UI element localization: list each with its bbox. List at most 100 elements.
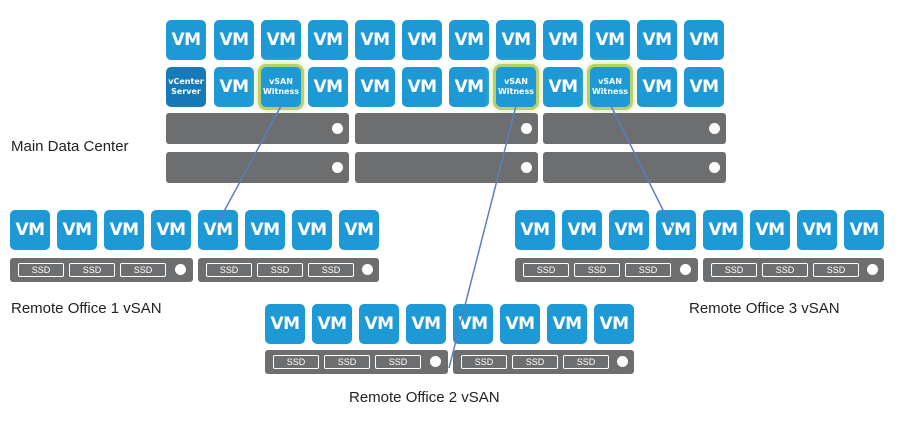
vm-icon: VM (245, 210, 285, 250)
vm-icon: VM (339, 210, 379, 250)
witness-link-office-1 (214, 105, 282, 229)
main-data-center-label: Main Data Center (11, 138, 129, 155)
host-server (543, 152, 726, 183)
witness-link-office-3 (610, 105, 673, 229)
power-led-icon (175, 264, 186, 275)
power-led-icon (521, 162, 532, 173)
ssd-tray: SSD SSD SSD (515, 258, 698, 282)
vm-icon: VM (312, 304, 352, 344)
vm-icon: VM (292, 210, 332, 250)
power-led-icon (521, 123, 532, 134)
vm-icon: VM (104, 210, 144, 250)
vm-icon: VM (543, 67, 583, 107)
host-server (166, 152, 349, 183)
vcenter-label-line-2: Server (171, 87, 201, 96)
witness-label-line-1: vSAN (598, 77, 622, 86)
vm-icon: VM (590, 20, 630, 60)
vsan-witness-icon: vSAN Witness (496, 67, 536, 107)
vm-icon: VM (198, 210, 238, 250)
vm-icon: VM (684, 20, 724, 60)
vm-icon: VM (609, 210, 649, 250)
host-server (355, 152, 538, 183)
vm-icon: VM (703, 210, 743, 250)
ssd-tray: SSD SSD SSD (703, 258, 884, 282)
ssd-drive: SSD (461, 355, 507, 369)
vm-icon: VM (637, 67, 677, 107)
remote-office-3-label: Remote Office 3 vSAN (689, 300, 840, 317)
vm-icon: VM (750, 210, 790, 250)
witness-link-office-2 (448, 105, 517, 369)
vm-icon: VM (449, 20, 489, 60)
vm-icon: VM (547, 304, 587, 344)
power-led-icon (617, 356, 628, 367)
ssd-drive: SSD (813, 263, 859, 277)
vm-icon: VM (637, 20, 677, 60)
vm-icon: VM (500, 304, 540, 344)
witness-label-line-2: Witness (497, 87, 535, 96)
power-led-icon (680, 264, 691, 275)
vm-icon: VM (166, 20, 206, 60)
host-server (543, 113, 726, 144)
vm-icon: VM (308, 20, 348, 60)
ssd-drive: SSD (257, 263, 303, 277)
vm-icon: VM (57, 210, 97, 250)
vm-icon: VM (684, 67, 724, 107)
vm-icon: VM (449, 67, 489, 107)
ssd-drive: SSD (563, 355, 609, 369)
vsan-witness-icon: vSAN Witness (590, 67, 630, 107)
vm-icon: VM (797, 210, 837, 250)
power-led-icon (332, 162, 343, 173)
ssd-tray: SSD SSD SSD (198, 258, 379, 282)
ssd-drive: SSD (206, 263, 252, 277)
vm-icon: VM (214, 20, 254, 60)
ssd-drive: SSD (711, 263, 757, 277)
vsan-witness-icon: vSAN Witness (261, 67, 301, 107)
vm-icon: VM (402, 20, 442, 60)
power-led-icon (709, 123, 720, 134)
ssd-drive: SSD (120, 263, 166, 277)
vm-icon: VM (496, 20, 536, 60)
vm-icon: VM (402, 67, 442, 107)
vm-icon: VM (214, 67, 254, 107)
power-led-icon (332, 123, 343, 134)
vm-icon: VM (10, 210, 50, 250)
ssd-tray: SSD SSD SSD (453, 350, 634, 374)
ssd-drive: SSD (324, 355, 370, 369)
ssd-drive: SSD (69, 263, 115, 277)
witness-label-line-2: Witness (262, 87, 300, 96)
power-led-icon (362, 264, 373, 275)
host-server (166, 113, 349, 144)
ssd-tray: SSD SSD SSD (265, 350, 448, 374)
vm-icon: VM (308, 67, 348, 107)
ssd-drive: SSD (308, 263, 354, 277)
vm-icon: VM (543, 20, 583, 60)
vm-icon: VM (261, 20, 301, 60)
ssd-drive: SSD (625, 263, 671, 277)
vcenter-server-icon: vCenter Server (166, 67, 206, 107)
ssd-drive: SSD (18, 263, 64, 277)
remote-office-1-label: Remote Office 1 vSAN (11, 300, 162, 317)
ssd-drive: SSD (574, 263, 620, 277)
vcenter-label-line-1: vCenter (168, 77, 204, 86)
vm-icon: VM (656, 210, 696, 250)
vm-icon: VM (355, 67, 395, 107)
remote-office-2-label: Remote Office 2 vSAN (349, 389, 500, 406)
vm-icon: VM (515, 210, 555, 250)
vm-icon: VM (844, 210, 884, 250)
witness-label-line-2: Witness (591, 87, 629, 96)
ssd-tray: SSD SSD SSD (10, 258, 193, 282)
ssd-drive: SSD (375, 355, 421, 369)
vm-icon: VM (151, 210, 191, 250)
vm-icon: VM (265, 304, 305, 344)
ssd-drive: SSD (273, 355, 319, 369)
ssd-drive: SSD (512, 355, 558, 369)
vm-icon: VM (359, 304, 399, 344)
ssd-drive: SSD (523, 263, 569, 277)
witness-label-line-1: vSAN (504, 77, 528, 86)
vm-icon: VM (406, 304, 446, 344)
power-led-icon (430, 356, 441, 367)
vm-icon: VM (355, 20, 395, 60)
power-led-icon (709, 162, 720, 173)
ssd-drive: SSD (762, 263, 808, 277)
